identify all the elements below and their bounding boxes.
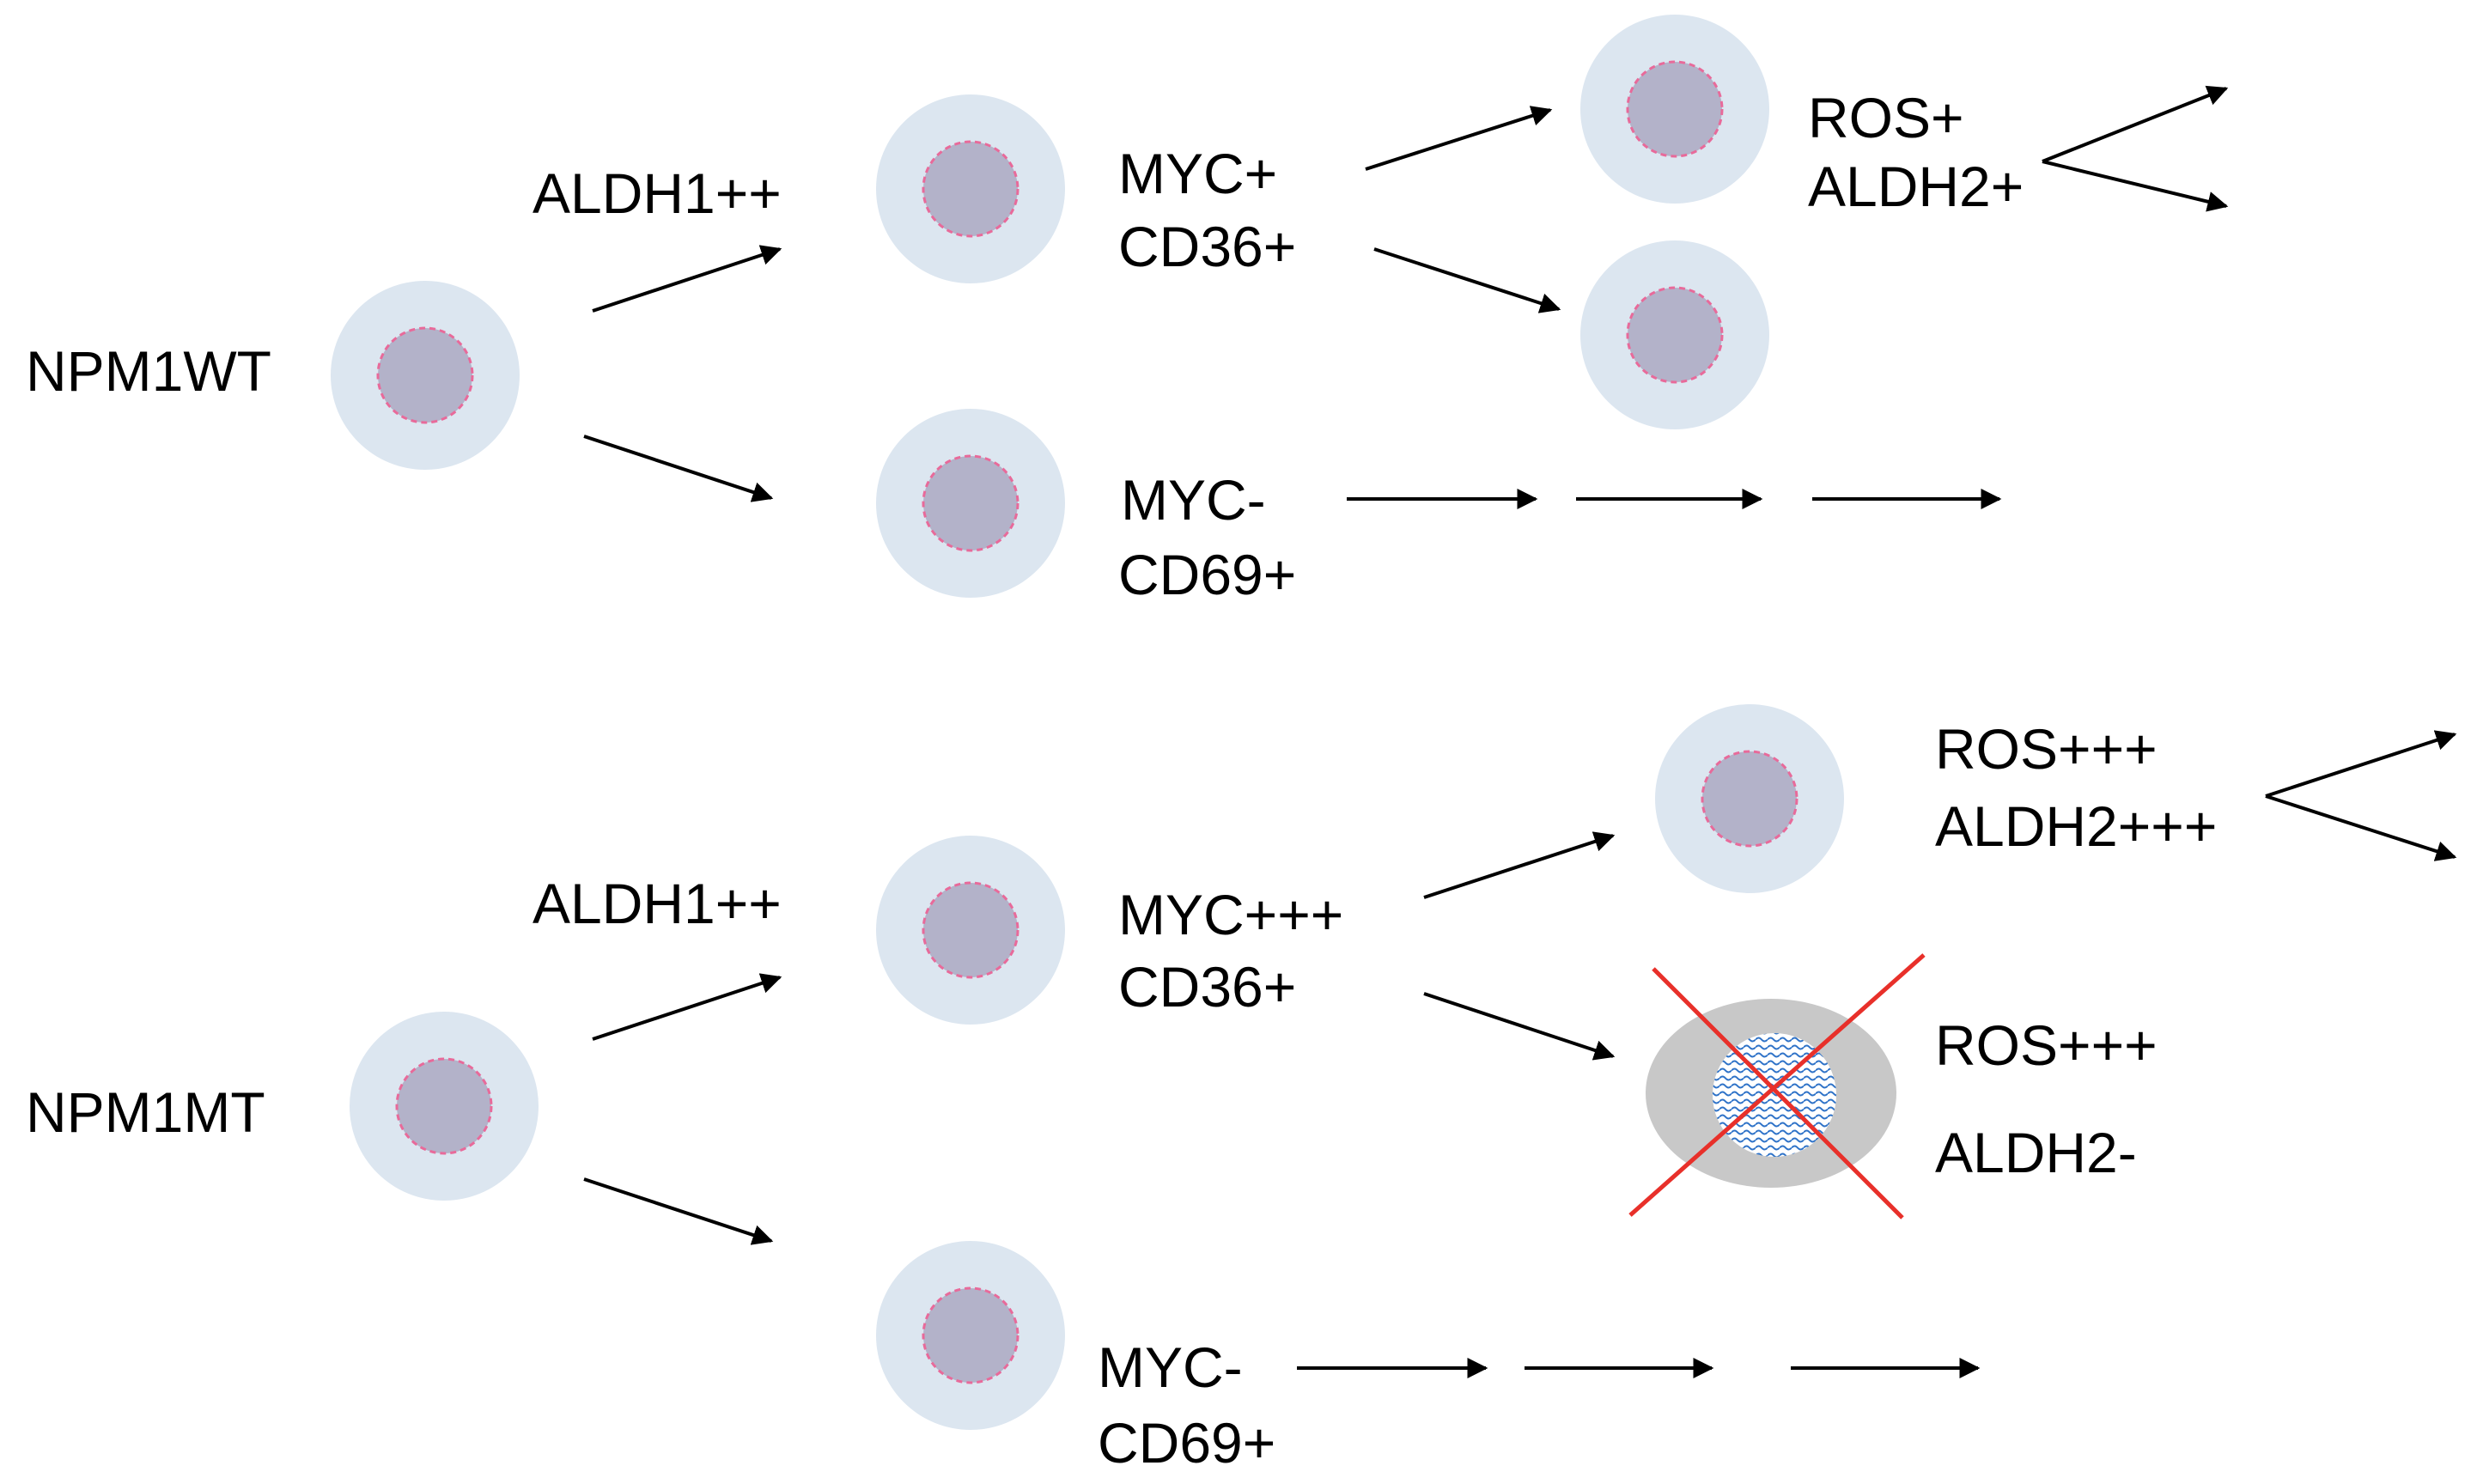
wt-arrow-to-upper bbox=[592, 245, 782, 313]
wt-branch-top-cell bbox=[1580, 15, 1769, 204]
mt-fork-arrow-down bbox=[2265, 794, 2457, 861]
wt-arrow-to-lower bbox=[583, 435, 774, 502]
mt-lower-line2: CD69+ bbox=[1098, 1411, 1275, 1475]
wt-start-label: NPM1WT bbox=[26, 339, 271, 403]
mt-lower-cell bbox=[876, 1241, 1065, 1430]
wt-upper-line1: MYC+ bbox=[1118, 142, 1277, 205]
mt-upper-cell bbox=[876, 836, 1065, 1025]
mt-start-label: NPM1MT bbox=[26, 1080, 265, 1144]
mt-lower-line1: MYC- bbox=[1098, 1335, 1243, 1399]
mt-arrow-to-lower bbox=[583, 1177, 774, 1245]
wt-lower-cell bbox=[876, 409, 1065, 598]
wt-fork-arrow-up bbox=[2042, 85, 2229, 163]
mt-far-line2: ALDH2+++ bbox=[1935, 794, 2217, 858]
wt-branch-bottom-cell bbox=[1580, 240, 1769, 429]
wt-upper-line2: CD36+ bbox=[1118, 215, 1296, 278]
wt-lower-line1: MYC- bbox=[1121, 468, 1266, 532]
mt-arrow-to-upper bbox=[592, 973, 782, 1041]
mt-dead-line2: ALDH2- bbox=[1935, 1121, 2137, 1184]
wt-far-line2: ALDH2+ bbox=[1808, 155, 2024, 218]
mt-fork-arrow-up bbox=[2265, 730, 2457, 798]
wt-lower-line2: CD69+ bbox=[1118, 543, 1296, 606]
wt-far-line1: ROS+ bbox=[1808, 86, 1964, 149]
wt-fork-arrow-down bbox=[2042, 160, 2229, 212]
mt-aldh1-label: ALDH1++ bbox=[533, 872, 782, 935]
mt-arrow-to-branch-top bbox=[1423, 831, 1616, 899]
cross-icon bbox=[1628, 953, 1926, 1219]
mt-start-cell bbox=[350, 1012, 539, 1201]
wt-arrow-to-branch-top bbox=[1365, 106, 1553, 171]
mt-upper-line1: MYC+++ bbox=[1118, 883, 1343, 946]
wt-start-cell bbox=[331, 281, 520, 470]
mt-panel: NPM1MT ALDH1++ MYC+++ CD36+ bbox=[26, 704, 2457, 1475]
mt-branch-top-cell bbox=[1655, 704, 1844, 893]
wt-arrow-to-branch-bottom bbox=[1373, 247, 1561, 313]
mt-dead-line1: ROS+++ bbox=[1935, 1013, 2158, 1077]
mt-upper-line2: CD36+ bbox=[1118, 955, 1296, 1019]
wt-upper-cell bbox=[876, 94, 1065, 283]
wt-panel: NPM1WT ALDH1++ MYC+ CD36+ ROS+ A bbox=[26, 15, 2229, 606]
mt-far-line1: ROS+++ bbox=[1935, 717, 2158, 781]
wt-aldh1-label: ALDH1++ bbox=[533, 161, 782, 225]
mt-arrow-to-dead-cell bbox=[1423, 992, 1616, 1061]
